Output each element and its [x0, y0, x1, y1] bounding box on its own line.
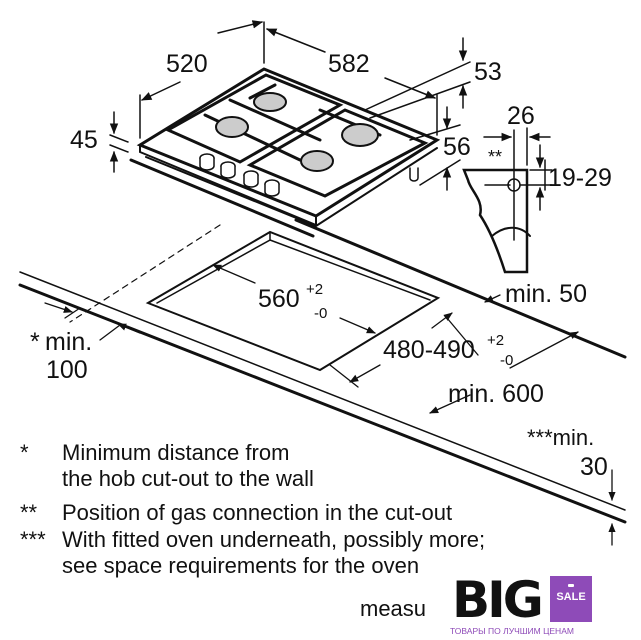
dim-width-520: 520 — [166, 50, 208, 78]
cutout-width-tol-minus: -0 — [314, 305, 327, 322]
note-2-marker: ** — [20, 500, 38, 525]
note-3: *** With fitted oven underneath, possibly… — [20, 527, 485, 579]
watermark-brand: BIG — [452, 571, 544, 629]
dim-gas-26: 26 — [507, 102, 535, 130]
note-4-line1: measu — [360, 596, 427, 621]
dim-min-100-line1: min. — [45, 328, 92, 356]
cutout-width-tol-plus: +2 — [306, 281, 323, 298]
dim-cutout-depth: 480-490 — [383, 336, 475, 364]
note-4: measu — [360, 596, 426, 622]
dim-min-100-line2: 100 — [46, 356, 88, 384]
note-1-line2: the hob cut-out to the wall — [62, 466, 314, 491]
note-1-marker: * — [20, 440, 29, 465]
note-1-line1: Minimum distance from — [62, 440, 290, 465]
watermark-sale-badge: SALE — [550, 576, 592, 622]
note-3-line2: see space requirements for the oven — [62, 553, 420, 578]
dim-min-50: min. 50 — [505, 280, 587, 308]
note-1: * Minimum distance from the hob cut-out t… — [20, 440, 314, 492]
watermark-badge-text: SALE — [556, 591, 586, 603]
note-2-line1: Position of gas connection in the cut-ou… — [62, 500, 453, 525]
dim-depth-582: 582 — [328, 50, 370, 78]
gas-connection-detail — [462, 127, 553, 274]
dim-height-56: 56 — [443, 133, 471, 161]
dim-min-30-line1: ***min. — [527, 425, 594, 450]
dim-gas-19-29: 19-29 — [548, 164, 612, 192]
gas-marker: ** — [488, 147, 502, 167]
hob-dimension-lines — [109, 20, 471, 191]
cutout-dimension-lines — [44, 264, 616, 546]
watermark-logo: BIG SALE ТОВАРЫ ПО ЛУЧШИМ ЦЕНАМ — [448, 574, 641, 640]
dim-height-45: 45 — [70, 126, 98, 154]
dim-height-53: 53 — [474, 58, 502, 86]
cutout-depth-tol-minus: -0 — [500, 352, 513, 369]
hob-drawing — [129, 67, 441, 238]
min-100-prefix: * — [30, 328, 40, 356]
note-3-marker: *** — [20, 527, 46, 552]
cutout-depth-tol-plus: +2 — [487, 332, 504, 349]
note-2: ** Position of gas connection in the cut-… — [20, 500, 452, 526]
dim-min-600: min. 600 — [448, 380, 544, 408]
dim-min-30-line2: 30 — [580, 453, 608, 481]
watermark-tagline: ТОВАРЫ ПО ЛУЧШИМ ЦЕНАМ — [450, 626, 574, 636]
note-3-line1: With fitted oven underneath, possibly mo… — [62, 527, 486, 552]
dim-cutout-width: 560 — [258, 285, 300, 313]
